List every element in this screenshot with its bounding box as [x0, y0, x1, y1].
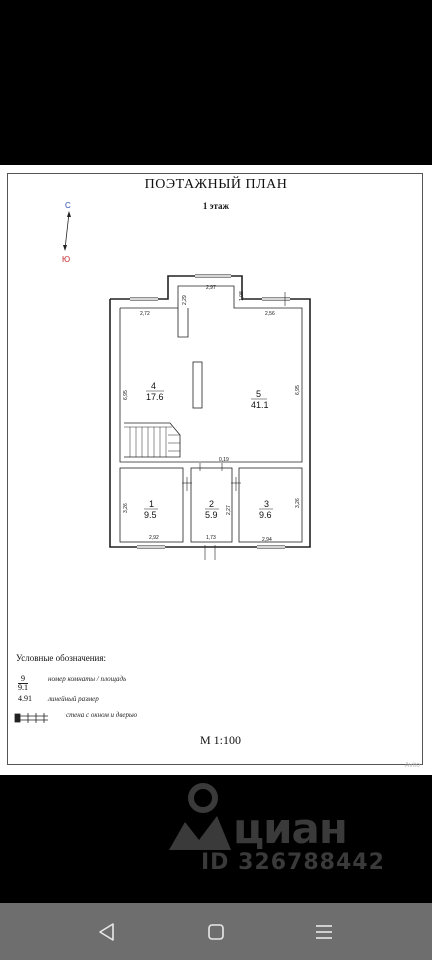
room-2-number: 2	[209, 499, 214, 509]
back-icon[interactable]	[94, 919, 120, 945]
listing-id: ID 326788442	[201, 850, 385, 875]
dim-label: 1,73	[206, 535, 216, 541]
floor-plan-drawing: 2,97 2,29 1,08 2,72 2,56 6,95 6,95 0,19 …	[109, 274, 311, 560]
legend-linear-desc: линейный размер	[48, 695, 99, 703]
dim-label: 2,27	[226, 505, 232, 515]
dim-label: 2,92	[149, 535, 159, 541]
dim-label: 3,26	[123, 503, 129, 513]
room-2-area: 5.9	[205, 510, 218, 520]
room-3-number: 3	[264, 499, 269, 509]
room-5-number: 5	[256, 389, 261, 399]
plan-title: ПОЭТАЖНЫЙ ПЛАН	[144, 177, 288, 192]
menu-icon[interactable]	[311, 919, 337, 945]
compass-icon: С Ю	[62, 201, 71, 264]
room-3-area: 9.6	[259, 510, 272, 520]
dim-label: 0,19	[219, 457, 229, 463]
legend-wall-desc: стена с окном и дверью	[66, 711, 138, 719]
compass-north: С	[65, 201, 71, 210]
floor-plan-sheet: ПОЭТАЖНЫЙ ПЛАН 1 этаж С Ю	[0, 165, 432, 775]
location-pin-icon	[169, 783, 231, 850]
dim-label: 2,94	[262, 537, 272, 543]
home-icon[interactable]	[203, 919, 229, 945]
dim-label: 1,08	[239, 291, 245, 301]
dim-label: 2,29	[182, 295, 188, 305]
drawing-frame	[7, 173, 423, 765]
dim-label: 3,26	[295, 498, 301, 508]
room-4-area: 17.6	[146, 392, 164, 402]
wall-window-door-icon	[14, 713, 48, 723]
legend-linear-value: 4.91	[18, 694, 32, 703]
room-1-number: 1	[149, 499, 154, 509]
cian-brand-watermark: циан ID 326788442	[165, 780, 405, 900]
dim-label: 2,56	[265, 311, 275, 317]
dim-label: 2,72	[140, 311, 150, 317]
legend-title: Условные обозначения:	[16, 653, 107, 663]
system-nav-bar	[0, 903, 432, 960]
watermark: Avito	[404, 762, 420, 769]
room-5-area: 41.1	[251, 400, 269, 410]
legend-fraction-top: 9	[18, 675, 28, 684]
room-4-number: 4	[151, 381, 156, 391]
dim-label: 6,95	[123, 390, 129, 400]
legend-fraction-symbol: 9 9.1	[18, 675, 28, 692]
dim-label: 6,95	[295, 385, 301, 395]
legend-fraction-desc: номер комнаты / площадь	[48, 675, 127, 683]
floor-label: 1 этаж	[202, 201, 230, 211]
brand-name: циан	[233, 804, 348, 853]
dim-label: 2,97	[206, 285, 216, 291]
legend-fraction-bottom: 9.1	[18, 683, 28, 692]
compass-south: Ю	[62, 255, 70, 264]
scale-label: М 1:100	[200, 733, 242, 747]
room-1-area: 9.5	[144, 510, 157, 520]
